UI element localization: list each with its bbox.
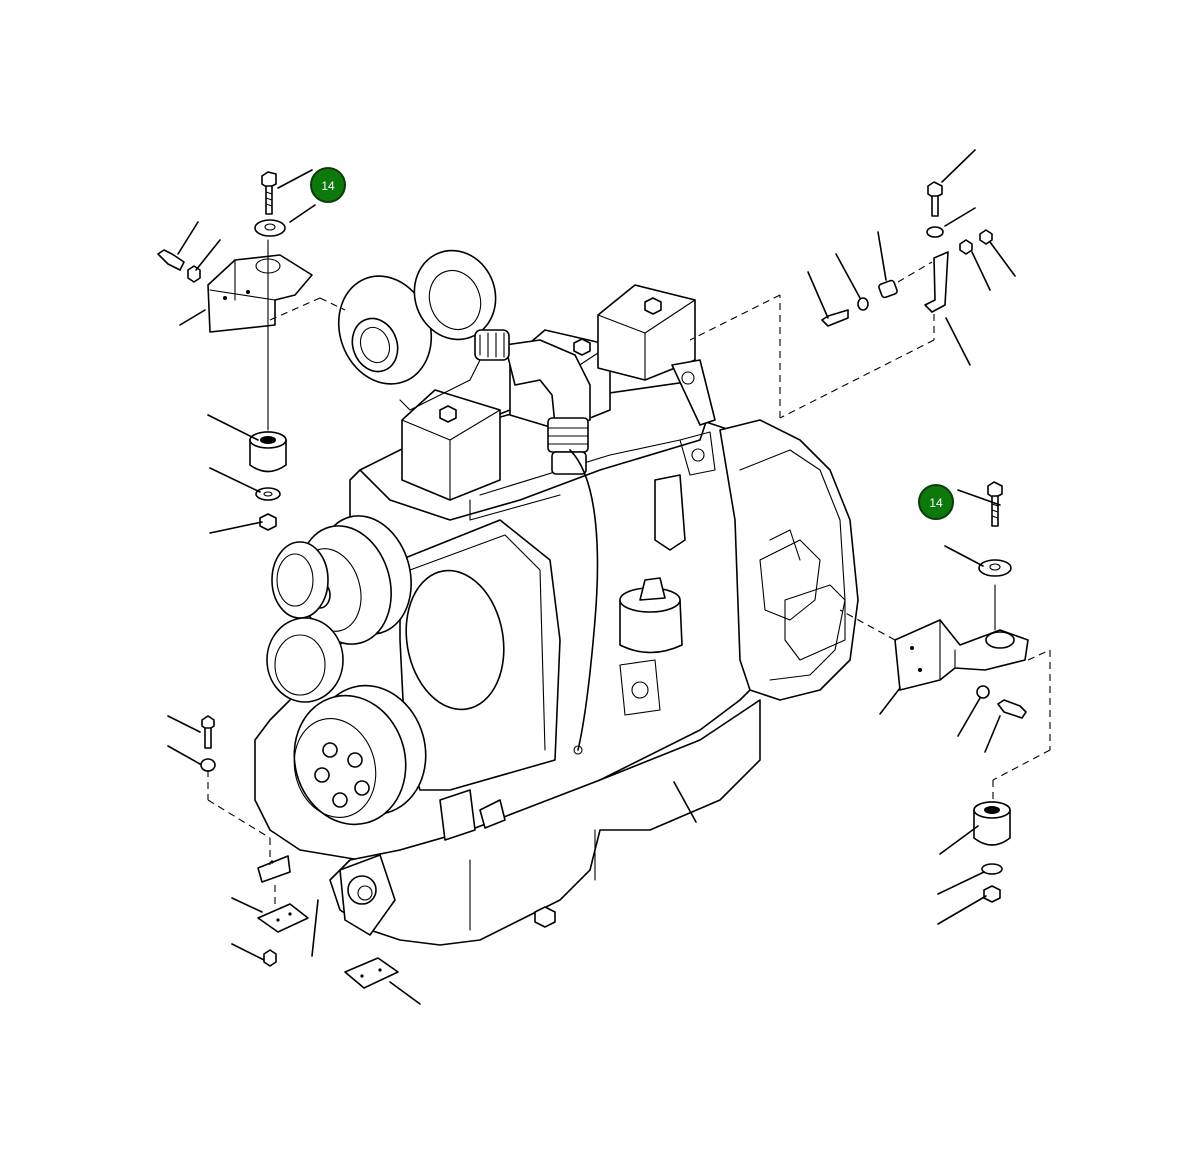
oil-filter (619, 577, 683, 654)
callout-badge-top-left[interactable]: 14 (310, 167, 346, 203)
intake-elbow (474, 329, 591, 475)
water-pump (266, 617, 344, 703)
callout-badge-right[interactable]: 14 (918, 484, 954, 520)
front-mount-hardware (167, 715, 697, 1005)
callout-label: 14 (321, 179, 335, 193)
callout-label: 14 (929, 496, 943, 510)
mount-bolt (261, 171, 277, 215)
rocker-box-1 (401, 389, 501, 501)
rubber-isolator (249, 431, 287, 473)
alternator-pulley (271, 541, 329, 619)
rocker-box-3 (597, 284, 696, 381)
crankshaft-pulley (293, 684, 427, 826)
mount-bracket (207, 254, 313, 333)
mount-washer (254, 219, 286, 237)
left-rear-mount-assembly (157, 169, 346, 534)
turbocharger (337, 249, 497, 411)
right-top-bracket-assembly (689, 149, 1016, 419)
right-rear-mount-assembly (839, 481, 1051, 925)
engine-assembly (254, 249, 859, 946)
front-engine-mount (339, 854, 396, 936)
